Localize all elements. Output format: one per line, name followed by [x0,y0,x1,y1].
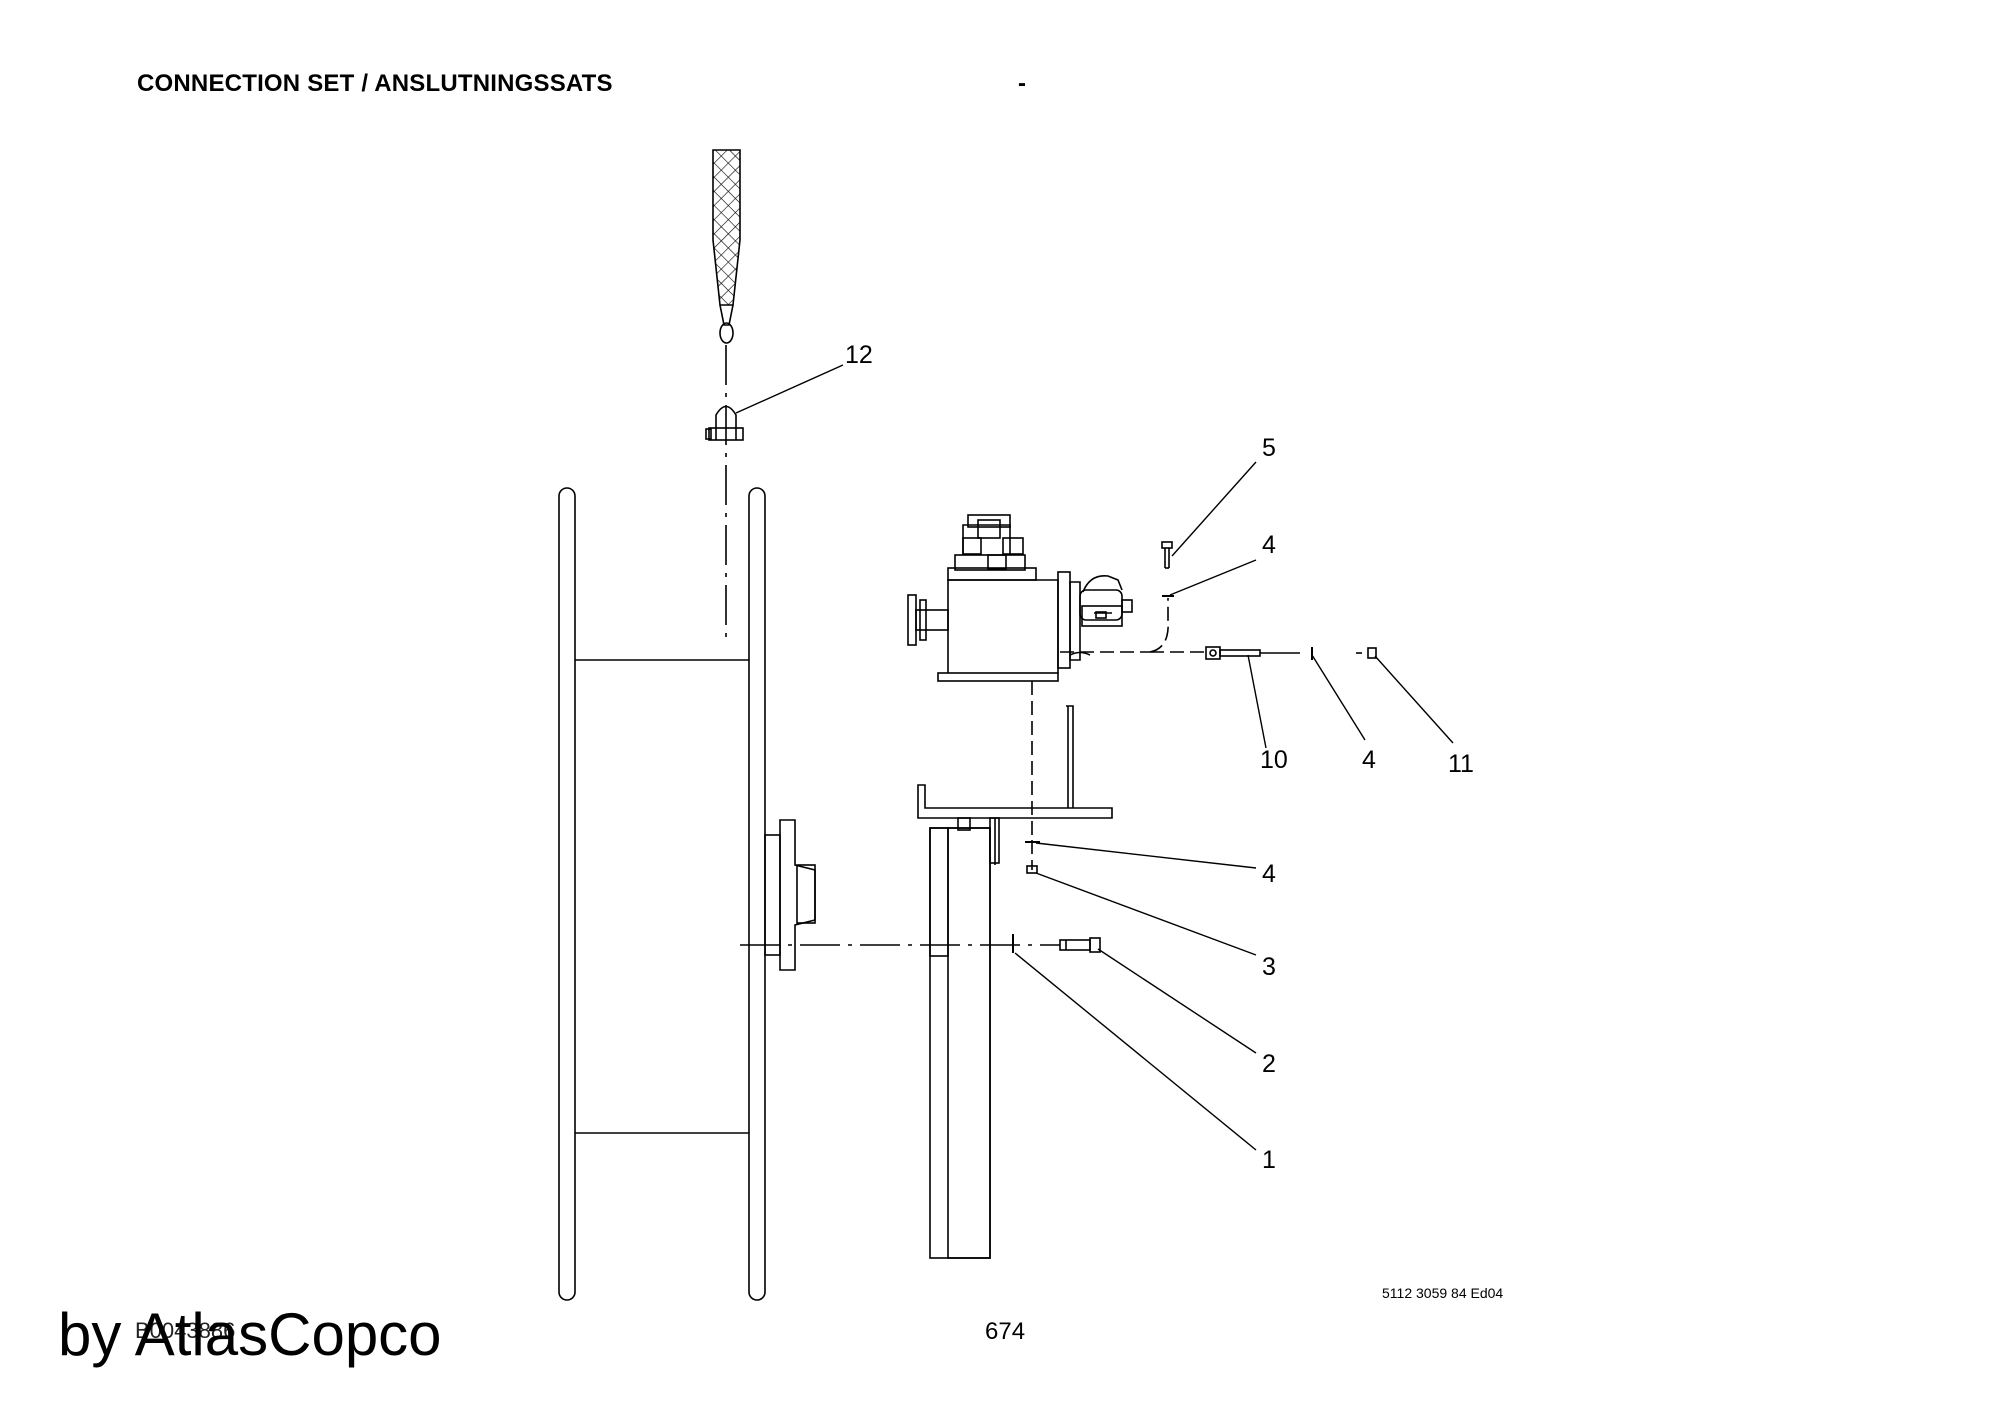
nut-item-3 [1026,865,1038,874]
cable-drum [558,487,816,1301]
screw-item-5 [1161,541,1173,569]
header-dash: - [1018,70,1026,97]
drawing-id: B0043886 [135,1318,236,1343]
callout-11: 11 [1448,750,1474,778]
bolt-item-2 [1059,937,1101,953]
callout-2: 2 [1262,1050,1276,1078]
callout-3: 3 [1262,953,1276,981]
shackle [705,405,744,441]
callout-1: 1 [1262,1146,1276,1174]
slip-ring-unit [907,514,1133,682]
support-post [917,705,1113,1259]
page-number: 674 [985,1318,1026,1345]
callout-4-right: 4 [1362,746,1376,774]
cable-lug-item-10 [1205,646,1300,660]
callout-4-lower: 4 [1262,860,1276,888]
cable-grip [712,149,741,344]
connection-cables [1031,598,1210,870]
atlas-copco-watermark: by AtlasCopco [58,1301,442,1368]
callout-12: 12 [845,341,873,369]
document-number: 5112 3059 84 Ed04 [1382,1285,1504,1301]
callout-4-top: 4 [1262,531,1276,559]
callout-10: 10 [1260,746,1288,774]
callout-5: 5 [1262,434,1276,462]
leader-lines [735,364,1454,1151]
page-title: CONNECTION SET / ANSLUTNINGSSATS [137,70,613,97]
nut-item-11 [1367,647,1377,659]
